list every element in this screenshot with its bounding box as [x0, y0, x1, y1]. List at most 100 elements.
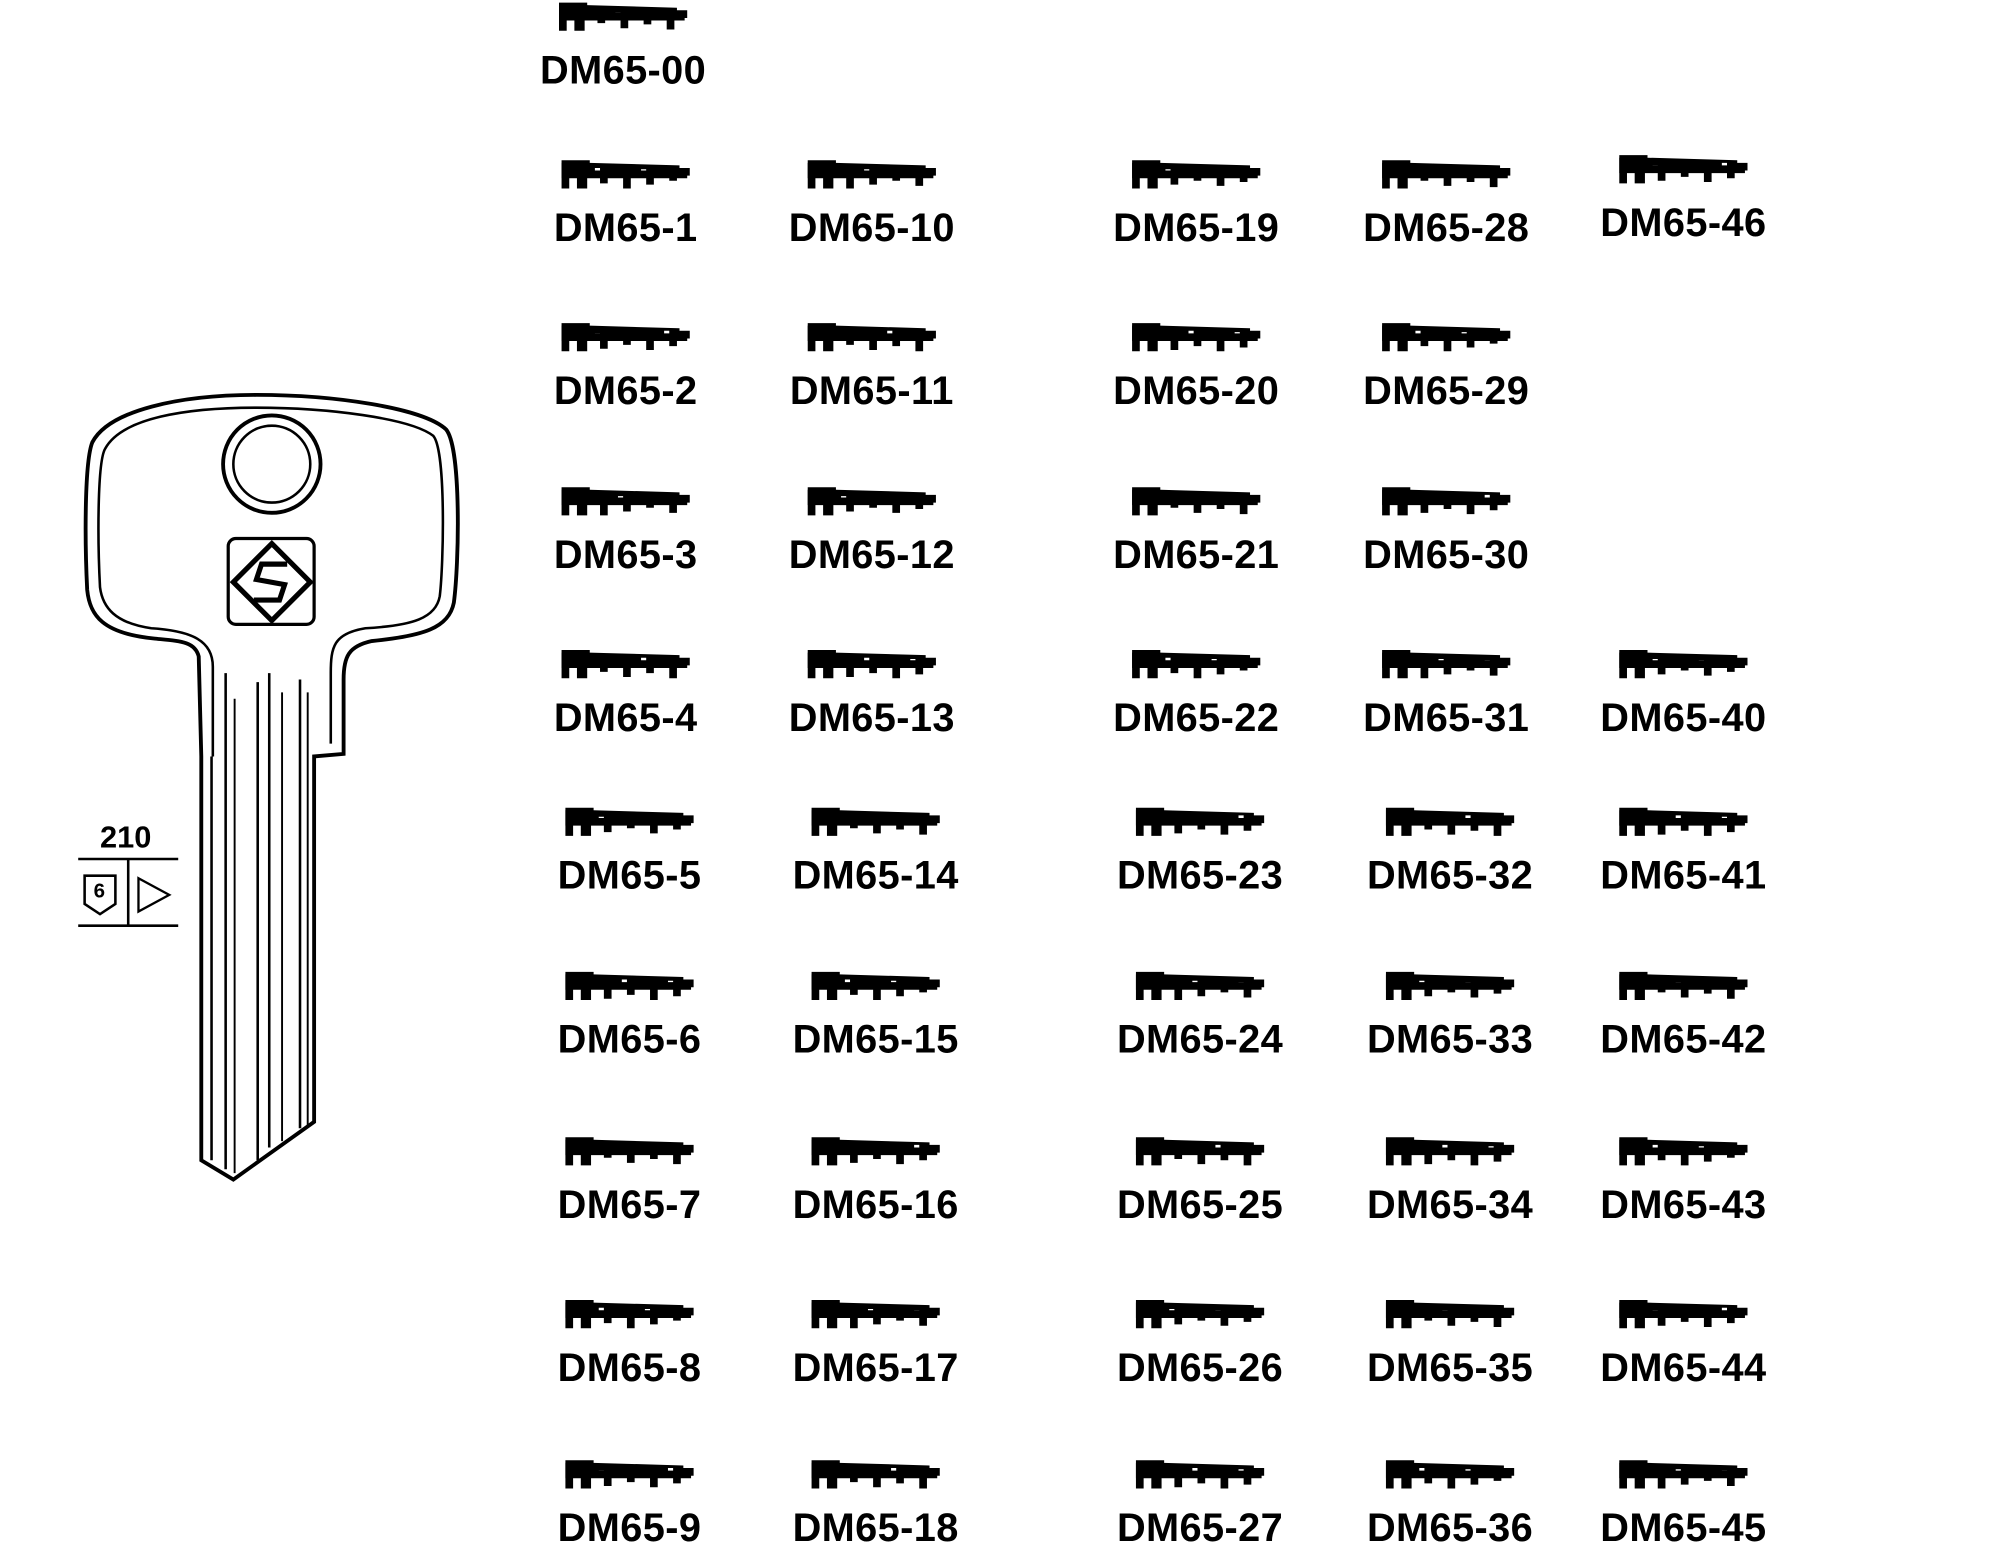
key-profile-item: DM65-22	[1081, 647, 1312, 739]
direction-triangle-icon	[137, 876, 172, 914]
key-profile-icon	[565, 971, 694, 1001]
key-profile-icon	[1135, 1300, 1265, 1329]
profile-label: DM65-15	[792, 1016, 959, 1062]
key-profile-icon	[807, 160, 936, 189]
profile-label: DM65-42	[1600, 1016, 1767, 1062]
profile-label: DM65-34	[1366, 1182, 1534, 1227]
key-profile-icon	[1619, 807, 1748, 836]
key-profile-item: DM65-9	[514, 1458, 745, 1550]
profile-label: DM65-6	[557, 1016, 702, 1062]
profile-label: DM65-5	[557, 852, 702, 898]
profile-label: DM65-14	[792, 852, 959, 898]
key-bow-outline	[83, 392, 460, 1182]
key-profile-icon	[561, 650, 690, 679]
profile-label: DM65-30	[1363, 532, 1530, 577]
profile-label: DM65-4	[553, 694, 698, 740]
key-profile-item: DM65-45	[1568, 1458, 1799, 1550]
key-profile-icon	[1619, 1300, 1748, 1329]
key-profile-icon	[1385, 1460, 1515, 1489]
key-profile-item: DM65-1	[510, 158, 741, 250]
profile-label: DM65-9	[557, 1505, 702, 1551]
key-profile-item: DM65-2	[510, 321, 741, 413]
key-profile-item: DM65-44	[1568, 1297, 1799, 1389]
profile-label: DM65-20	[1113, 367, 1280, 413]
key-profile-icon	[565, 1137, 694, 1166]
profile-label: DM65-31	[1363, 694, 1530, 740]
key-profile-icon	[811, 1300, 940, 1329]
key-profile-icon	[1132, 323, 1261, 352]
key-profile-icon	[807, 487, 936, 516]
key-profile-item: DM65-31	[1331, 647, 1562, 739]
key-profile-icon	[561, 323, 690, 352]
key-profile-item: DM65-41	[1568, 805, 1799, 897]
key-profile-item: DM65-30	[1331, 485, 1562, 577]
key-profile-icon	[558, 2, 688, 31]
key-profile-icon	[1382, 650, 1511, 679]
key-profile-icon	[1382, 487, 1511, 516]
key-profile-icon	[565, 1300, 694, 1329]
key-profile-item: DM65-19	[1081, 158, 1312, 250]
key-profile-item: DM65-29	[1331, 321, 1562, 413]
profile-label: DM65-29	[1363, 367, 1530, 413]
profile-label: DM65-43	[1600, 1182, 1767, 1227]
key-profile-icon	[807, 323, 936, 352]
profile-label: DM65-40	[1600, 694, 1767, 740]
key-profile-icon	[1385, 1300, 1515, 1329]
key-profile-item: DM65-23	[1085, 805, 1316, 897]
key-profile-item: DM65-12	[756, 485, 987, 577]
key-profile-item: DM65-14	[760, 805, 991, 897]
key-profile-item: DM65-8	[514, 1297, 745, 1389]
key-profile-item: DM65-17	[760, 1297, 991, 1389]
marking-number: 6	[93, 880, 106, 903]
key-profile-item: DM65-34	[1335, 1135, 1566, 1227]
key-profile-icon	[811, 1460, 940, 1489]
profile-label: DM65-36	[1366, 1505, 1534, 1551]
key-profile-icon	[1619, 155, 1748, 184]
key-profile-item: DM65-16	[760, 1135, 991, 1227]
profile-label: DM65-46	[1600, 200, 1767, 245]
profile-label: DM65-19	[1113, 205, 1280, 251]
key-profile-icon	[1135, 807, 1265, 836]
key-profile-item: DM65-6	[514, 969, 745, 1061]
key-profile-item: DM65-3	[510, 485, 741, 577]
profile-label: DM65-11	[789, 367, 954, 413]
key-profile-item: DM65-26	[1085, 1297, 1316, 1389]
key-profile-icon	[1619, 1137, 1748, 1166]
profile-label: DM65-28	[1363, 205, 1530, 251]
key-profile-item: DM65-00	[508, 0, 739, 92]
profile-label: DM65-22	[1113, 694, 1280, 740]
key-profile-icon	[807, 650, 936, 679]
key-profile-icon	[1385, 807, 1515, 836]
key-profile-icon	[811, 807, 940, 836]
profile-label: DM65-44	[1600, 1344, 1767, 1390]
profile-label: DM65-32	[1366, 852, 1534, 898]
key-profile-item: DM65-40	[1568, 647, 1799, 739]
key-profile-item: DM65-27	[1085, 1458, 1316, 1550]
key-profile-item: DM65-11	[756, 321, 987, 413]
profile-label: DM65-8	[557, 1344, 702, 1390]
key-profile-icon	[1135, 1137, 1265, 1166]
profile-label: DM65-16	[792, 1182, 959, 1227]
key-profile-icon	[1619, 650, 1748, 679]
key-profile-icon	[811, 971, 940, 1001]
key-profile-icon	[1385, 971, 1515, 1001]
key-profile-icon	[1382, 323, 1511, 352]
key-profile-icon	[1619, 1460, 1748, 1489]
key-profile-item: DM65-13	[756, 647, 987, 739]
key-profile-item: DM65-20	[1081, 321, 1312, 413]
key-profile-item: DM65-18	[760, 1458, 991, 1550]
profile-label: DM65-7	[557, 1182, 702, 1227]
key-profile-icon	[1132, 160, 1261, 189]
profile-label: DM65-45	[1600, 1505, 1767, 1551]
profile-label: DM65-35	[1366, 1344, 1534, 1390]
key-code: 210	[100, 820, 152, 856]
key-profile-item: DM65-43	[1568, 1135, 1799, 1227]
key-profile-item: DM65-46	[1568, 153, 1799, 245]
key-profile-icon	[1135, 1460, 1265, 1489]
key-profile-icon	[1132, 650, 1261, 679]
key-profile-item: DM65-15	[760, 969, 991, 1061]
profile-label: DM65-1	[553, 205, 698, 251]
profile-label: DM65-21	[1113, 532, 1280, 577]
key-profile-item: DM65-5	[514, 805, 745, 897]
